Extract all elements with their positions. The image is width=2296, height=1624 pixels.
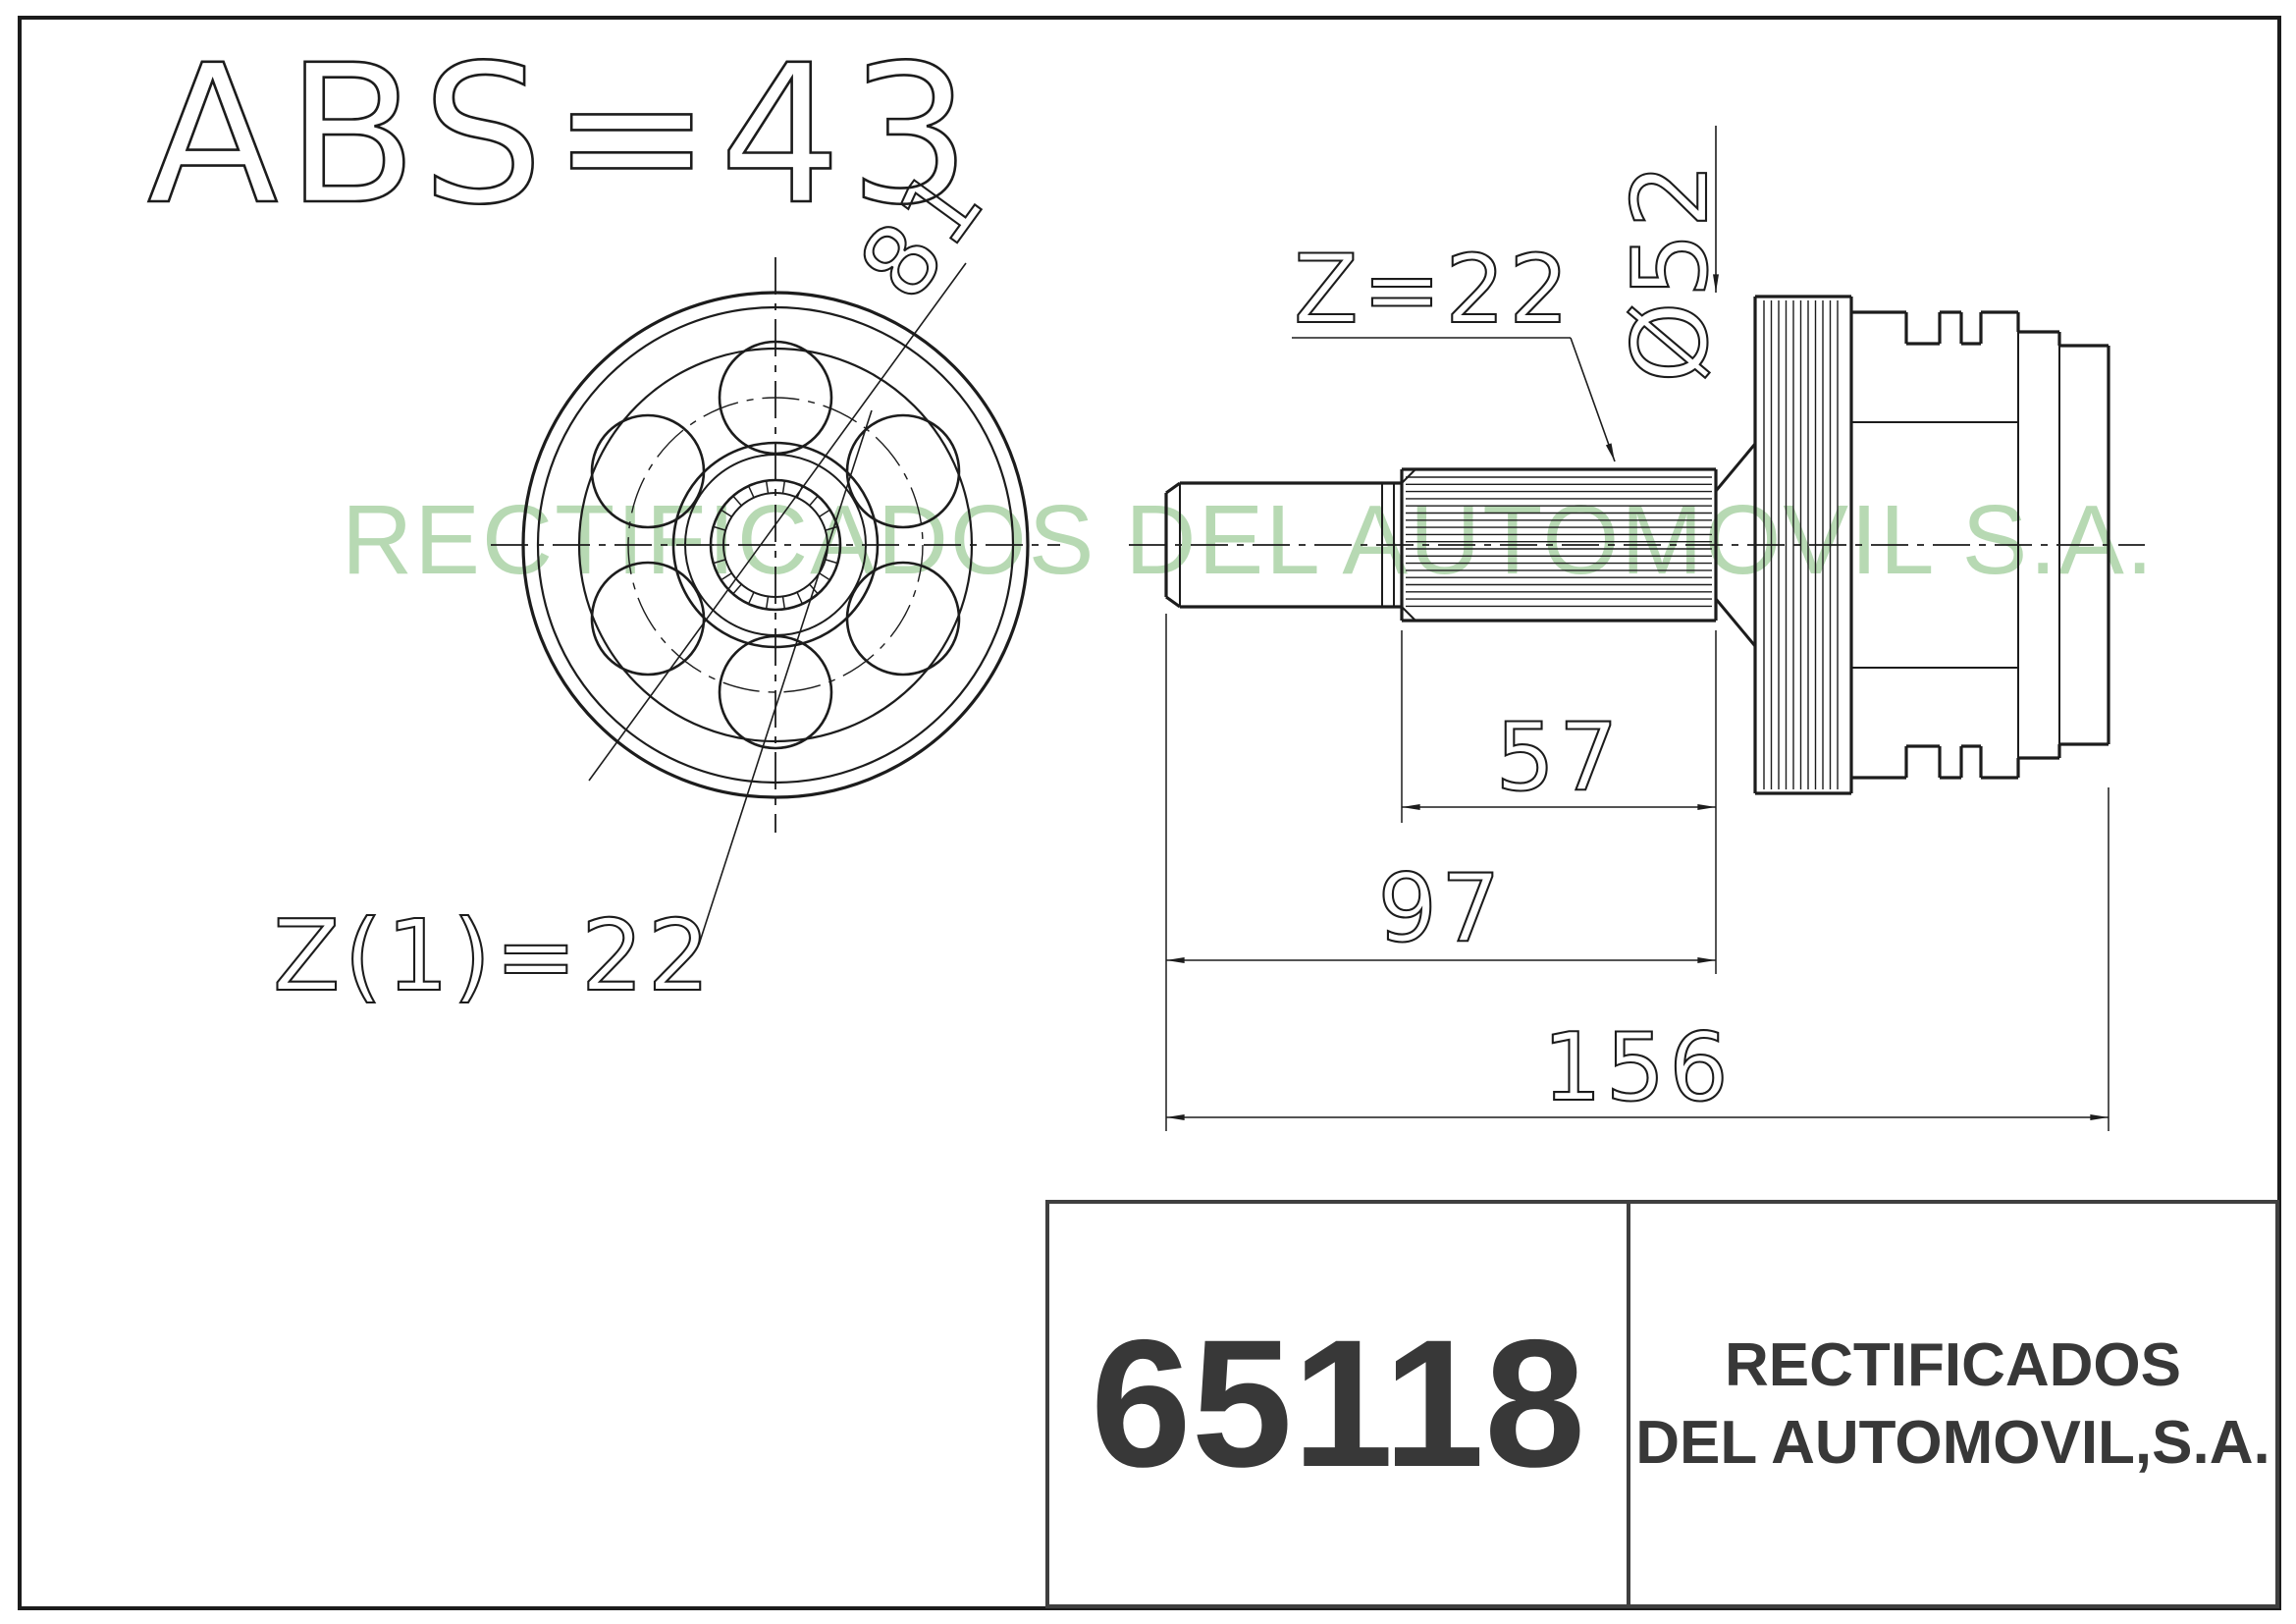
shaft-spline-teeth <box>1406 476 1712 608</box>
dimension-97-label: 97 <box>1378 855 1505 963</box>
abs-tooth-count-label: ABS=43 <box>147 24 979 246</box>
company-name-line1: RECTIFICADOS <box>1725 1331 2181 1399</box>
dimension-lines <box>1165 126 2109 1131</box>
title-block: 65118 RECTIFICADOS DEL AUTOMOVIL,S.A. <box>1045 1200 2279 1608</box>
side-view-cv-joint <box>1129 295 2145 795</box>
title-block-company-cell: RECTIFICADOS DEL AUTOMOVIL,S.A. <box>1630 1204 2275 1604</box>
diameter-52-label: Ø52 <box>1611 159 1731 383</box>
part-number: 65118 <box>1090 1303 1586 1505</box>
shaft-spline-count-label: Z=22 <box>1294 235 1573 345</box>
bore-spline-teeth <box>711 480 840 610</box>
inner-spline-count-label: Z(1)=22 <box>273 898 714 1013</box>
sheet-border <box>18 16 2281 1610</box>
company-name-line2: DEL AUTOMOVIL,S.A. <box>1635 1409 2270 1477</box>
z1-leader-line <box>698 409 873 946</box>
dimension-156-label: 156 <box>1542 1014 1732 1122</box>
diameter-81-leader-line <box>588 262 967 782</box>
front-view-cv-joint <box>491 257 1060 946</box>
dimension-57-label: 57 <box>1496 704 1623 812</box>
title-block-part-cell: 65118 <box>1049 1204 1630 1604</box>
abs-ring-teeth <box>1763 300 1839 789</box>
